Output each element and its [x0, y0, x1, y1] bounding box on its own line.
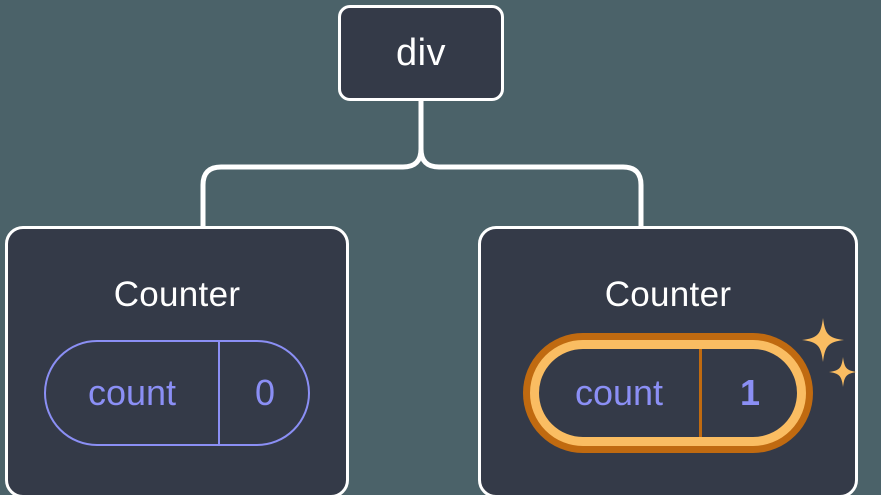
- counter-right-state-wrap: count 1: [530, 340, 806, 446]
- counter-left-state-wrap: count 0: [44, 340, 310, 446]
- connector-to-left-counter: [200, 139, 424, 229]
- state-pill-count-0[interactable]: count 0: [44, 340, 310, 446]
- state-key-label: count: [574, 372, 664, 413]
- node-div-label: div: [395, 32, 447, 74]
- state-value-label: 0: [218, 342, 308, 444]
- node-counter-right[interactable]: Counter count 1: [478, 226, 858, 495]
- state-key-label: count: [87, 372, 177, 413]
- connector-to-right-counter: [418, 139, 644, 229]
- node-counter-left[interactable]: Counter count 0: [5, 226, 349, 495]
- counter-left-title: Counter: [113, 275, 241, 314]
- state-value-label: 1: [699, 349, 797, 437]
- state-pill-count-1-highlighted[interactable]: count 1: [530, 340, 806, 446]
- counter-right-title: Counter: [604, 275, 732, 314]
- node-div[interactable]: div: [338, 5, 504, 101]
